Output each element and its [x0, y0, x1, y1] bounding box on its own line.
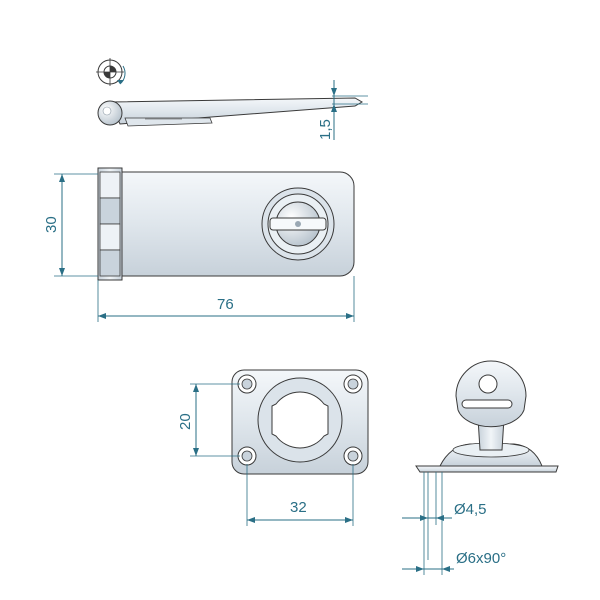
plate-height-dimension: 20	[177, 383, 240, 457]
thickness-label: 1,5	[317, 119, 334, 140]
plate-width-label: 32	[290, 499, 307, 516]
countersink-label: Ø6x90°	[456, 550, 506, 567]
screw-hole-icon	[343, 374, 363, 394]
height-dimension: 30	[43, 173, 98, 277]
screw-hole-icon	[237, 374, 257, 394]
hole-diameter-label: Ø4,5	[454, 501, 487, 518]
height-label: 30	[43, 216, 60, 233]
plate-width-dimension: 32	[246, 464, 354, 526]
key-side-view	[415, 360, 559, 473]
plate-height-label: 20	[177, 413, 194, 430]
length-dimension: 76	[97, 276, 355, 322]
screw-hole-icon	[237, 446, 257, 466]
length-label: 76	[217, 296, 234, 313]
hole-diameter-dimension: Ø4,5	[402, 472, 487, 560]
base-plate-view	[231, 369, 369, 475]
screw-hole-icon	[343, 446, 363, 466]
countersink-dimension: Ø6x90°	[402, 472, 506, 575]
thickness-dimension: 1,5	[317, 80, 368, 140]
projection-symbol-icon	[96, 58, 126, 86]
hasp-front-view	[97, 167, 355, 281]
